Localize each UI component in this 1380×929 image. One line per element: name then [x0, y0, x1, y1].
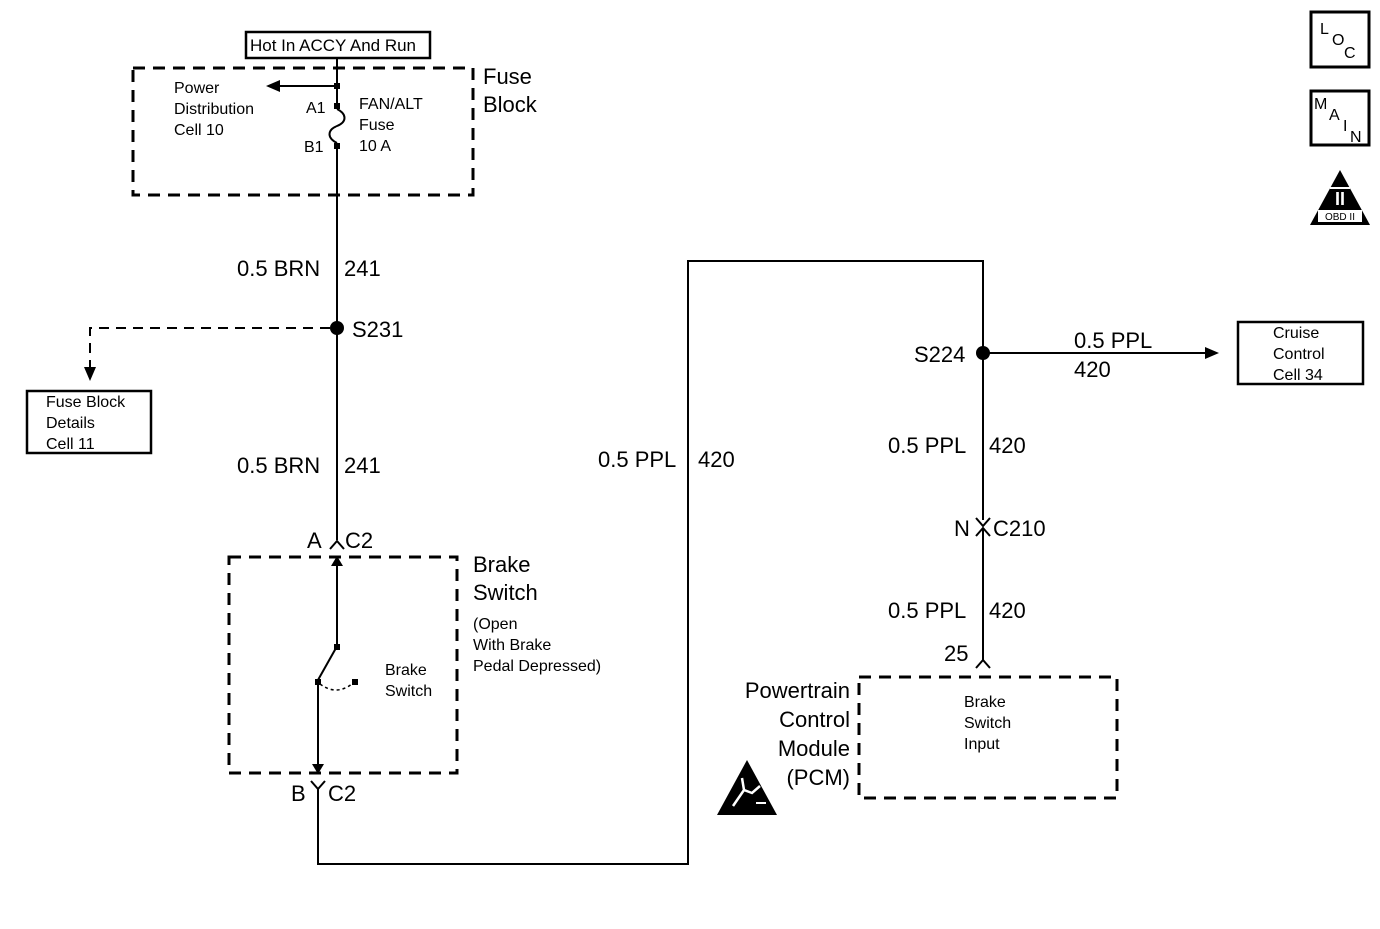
fuse-terminal-b1 [334, 143, 340, 149]
fuse-rating: 10 A [359, 138, 391, 155]
connector-c2-top-name: C2 [345, 528, 373, 553]
fuse-block-title-2: Block [483, 92, 538, 117]
wire-ppl-right-gauge: 0.5 PPL [888, 433, 966, 458]
fuse-block-outline [131, 66, 475, 197]
cruise-control-line-3: Cell 34 [1273, 367, 1323, 384]
connector-c2-bottom-pin: B [291, 781, 306, 806]
cruise-control-line-2: Control [1273, 346, 1325, 363]
svg-text:A: A [1329, 107, 1340, 124]
brake-switch-bottom-arrow [312, 764, 324, 774]
pcm-input-line-3: Input [964, 736, 1000, 753]
pcm-pin-symbol [975, 658, 991, 669]
pcm-title-1: Powertrain [745, 678, 850, 703]
pcm-title-3: Module [778, 736, 850, 761]
brake-switch-note-1: (Open [473, 616, 517, 633]
fuse-pin-b1: B1 [304, 139, 324, 156]
fuse-pin-a1: A1 [306, 100, 326, 117]
fuse-details-dashed-wire [89, 327, 330, 368]
fuse-element [328, 108, 346, 144]
pcm-input-line-1: Brake [964, 694, 1006, 711]
svg-text:II: II [1335, 189, 1345, 209]
fuse-terminal-a1 [334, 103, 340, 109]
wire-brn-lower-circuit: 241 [344, 453, 381, 478]
fuse-block-details-box [25, 389, 153, 455]
brake-switch-title-1: Brake [473, 552, 530, 577]
brake-switch-note-3: Pedal Depressed) [473, 658, 601, 675]
wire-ppl-420 [317, 260, 984, 865]
svg-text:C: C [1344, 45, 1356, 62]
brake-switch-inner-2: Switch [385, 683, 432, 700]
splice-s231 [330, 321, 344, 335]
wire-ppl-lower-gauge: 0.5 PPL [888, 598, 966, 623]
pcm-title-2: Control [779, 707, 850, 732]
wire-ppl-upper-gauge: 0.5 PPL [1074, 328, 1152, 353]
wire-brn-upper-gauge: 0.5 BRN [237, 256, 320, 281]
wire-brn-lower-gauge: 0.5 BRN [237, 453, 320, 478]
cruise-arrow-head [1205, 347, 1219, 359]
brake-switch-blade [317, 647, 337, 681]
wire-ppl-upper-circuit: 420 [1074, 357, 1111, 382]
fuse-details-line-1: Fuse Block [46, 394, 126, 411]
fuse-details-arrow-head [84, 367, 96, 381]
hot-in-label: Hot In ACCY And Run [250, 36, 416, 55]
obd-ii-icon: II OBD II [1310, 170, 1370, 225]
connector-c2-top-symbol [329, 539, 345, 550]
loc-icon: L O C [1309, 10, 1371, 69]
power-dist-label-2: Distribution [174, 101, 254, 118]
esd-warning-icon [717, 760, 777, 815]
cruise-control-line-1: Cruise [1273, 325, 1319, 342]
pcm-outline [857, 675, 1119, 800]
splice-s224-label: S224 [914, 342, 965, 367]
pcm-input-line-2: Switch [964, 715, 1011, 732]
cruise-control-box [1236, 320, 1365, 386]
brake-switch-note-2: With Brake [473, 637, 551, 654]
svg-text:M: M [1314, 96, 1327, 113]
wire-ppl-right-circuit: 420 [989, 433, 1026, 458]
fuse-details-line-2: Details [46, 415, 95, 432]
wire-ppl-center-gauge: 0.5 PPL [598, 447, 676, 472]
brake-switch-pivot [315, 679, 321, 685]
connector-c2-bottom-name: C2 [328, 781, 356, 806]
main-icon: M A I N [1309, 89, 1371, 147]
power-dist-label-1: Power [174, 80, 220, 97]
power-dist-arrow-head [266, 80, 280, 92]
power-dist-label-3: Cell 10 [174, 122, 224, 139]
brake-switch-travel-arc [319, 683, 353, 691]
wire-ppl-center-circuit: 420 [698, 447, 735, 472]
brake-switch-contact [352, 679, 358, 685]
splice-s231-label: S231 [352, 317, 403, 342]
svg-text:L: L [1320, 21, 1329, 38]
connector-c210-name: C210 [993, 516, 1046, 541]
svg-text:N: N [1350, 129, 1362, 146]
fuse-details-line-3: Cell 11 [46, 436, 95, 453]
brake-switch-inner-1: Brake [385, 662, 427, 679]
connector-c210-symbol-top [975, 517, 991, 528]
brake-switch-top-node [334, 644, 340, 650]
wire-brn-upper-circuit: 241 [344, 256, 381, 281]
brake-switch-outline [227, 555, 459, 775]
connector-c2-bottom-symbol [310, 780, 326, 791]
connector-c2-top-pin: A [307, 528, 322, 553]
fuse-top-node [334, 83, 340, 89]
svg-text:OBD II: OBD II [1325, 212, 1355, 223]
wire-ppl-lower-circuit: 420 [989, 598, 1026, 623]
connector-c210-pin: N [954, 516, 970, 541]
pcm-pin-25: 25 [944, 641, 968, 666]
svg-text:I: I [1343, 118, 1347, 135]
fuse-name-1: FAN/ALT [359, 96, 423, 113]
pcm-title-4: (PCM) [786, 765, 850, 790]
brake-switch-title-2: Switch [473, 580, 538, 605]
fuse-name-2: Fuse [359, 117, 395, 134]
svg-text:O: O [1332, 32, 1344, 49]
fuse-block-title-1: Fuse [483, 64, 532, 89]
